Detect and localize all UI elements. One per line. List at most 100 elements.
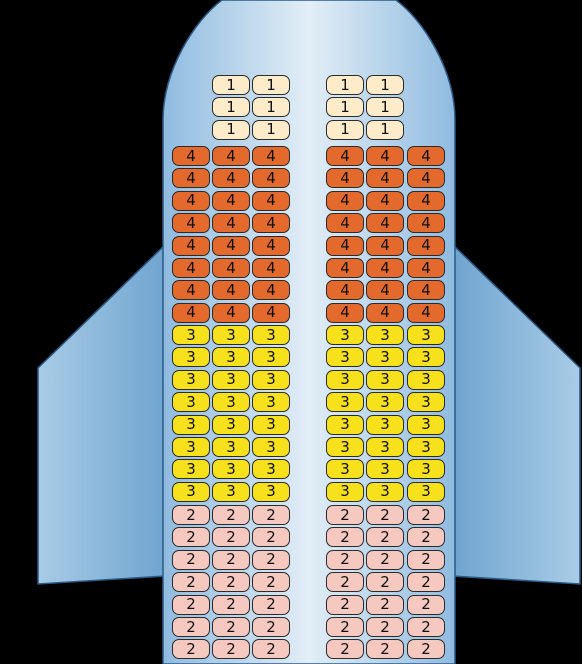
- seat-class-2[interactable]: 2: [366, 617, 404, 637]
- seat-class-4[interactable]: 4: [172, 190, 210, 211]
- seat-class-4[interactable]: 4: [172, 146, 210, 166]
- seat-class-1[interactable]: 1: [212, 75, 250, 95]
- seat-class-3[interactable]: 3: [366, 459, 404, 480]
- seat-class-2[interactable]: 2: [326, 639, 364, 660]
- seat-class-3[interactable]: 3: [366, 347, 404, 368]
- seat-class-3[interactable]: 3: [407, 459, 445, 480]
- seat-class-4[interactable]: 4: [366, 235, 404, 256]
- seat-class-2[interactable]: 2: [326, 572, 364, 593]
- seat-class-1[interactable]: 1: [366, 97, 404, 118]
- seat-class-4[interactable]: 4: [366, 280, 404, 301]
- seat-class-3[interactable]: 3: [212, 459, 250, 480]
- seat-class-3[interactable]: 3: [326, 481, 364, 502]
- seat-class-2[interactable]: 2: [366, 594, 404, 615]
- seat-class-2[interactable]: 2: [212, 549, 250, 570]
- seat-class-2[interactable]: 2: [407, 527, 445, 548]
- seat-class-4[interactable]: 4: [172, 302, 210, 323]
- seat-class-3[interactable]: 3: [407, 347, 445, 368]
- seat-class-1[interactable]: 1: [252, 75, 290, 95]
- seat-class-4[interactable]: 4: [326, 168, 364, 189]
- seat-class-4[interactable]: 4: [172, 280, 210, 301]
- seat-class-3[interactable]: 3: [326, 437, 364, 457]
- seat-class-2[interactable]: 2: [366, 527, 404, 548]
- seat-class-2[interactable]: 2: [172, 549, 210, 570]
- seat-class-4[interactable]: 4: [366, 168, 404, 189]
- seat-class-3[interactable]: 3: [366, 414, 404, 435]
- seat-class-2[interactable]: 2: [366, 549, 404, 570]
- seat-class-4[interactable]: 4: [407, 258, 445, 278]
- seat-class-4[interactable]: 4: [252, 258, 290, 278]
- seat-class-4[interactable]: 4: [252, 213, 290, 234]
- seat-class-3[interactable]: 3: [366, 369, 404, 390]
- seat-class-3[interactable]: 3: [252, 369, 290, 390]
- seat-class-1[interactable]: 1: [326, 119, 364, 140]
- seat-class-2[interactable]: 2: [212, 572, 250, 593]
- seat-class-3[interactable]: 3: [212, 392, 250, 413]
- seat-class-2[interactable]: 2: [172, 594, 210, 615]
- seat-class-3[interactable]: 3: [252, 325, 290, 345]
- seat-class-2[interactable]: 2: [212, 527, 250, 548]
- seat-class-4[interactable]: 4: [212, 168, 250, 189]
- seat-class-4[interactable]: 4: [252, 235, 290, 256]
- seat-class-3[interactable]: 3: [212, 481, 250, 502]
- seat-class-4[interactable]: 4: [252, 302, 290, 323]
- seat-class-2[interactable]: 2: [212, 617, 250, 637]
- seat-class-4[interactable]: 4: [212, 302, 250, 323]
- seat-class-3[interactable]: 3: [172, 481, 210, 502]
- seat-class-2[interactable]: 2: [252, 617, 290, 637]
- seat-class-3[interactable]: 3: [252, 347, 290, 368]
- seat-class-4[interactable]: 4: [326, 280, 364, 301]
- seat-class-3[interactable]: 3: [407, 392, 445, 413]
- seat-class-2[interactable]: 2: [326, 549, 364, 570]
- seat-class-4[interactable]: 4: [252, 280, 290, 301]
- seat-class-4[interactable]: 4: [366, 213, 404, 234]
- seat-class-3[interactable]: 3: [326, 392, 364, 413]
- seat-class-2[interactable]: 2: [326, 617, 364, 637]
- seat-class-4[interactable]: 4: [212, 146, 250, 166]
- seat-class-3[interactable]: 3: [407, 369, 445, 390]
- seat-class-3[interactable]: 3: [212, 325, 250, 345]
- seat-class-1[interactable]: 1: [366, 75, 404, 95]
- seat-class-4[interactable]: 4: [172, 258, 210, 278]
- seat-class-4[interactable]: 4: [326, 190, 364, 211]
- seat-class-4[interactable]: 4: [407, 190, 445, 211]
- seat-class-3[interactable]: 3: [172, 347, 210, 368]
- seat-class-4[interactable]: 4: [212, 280, 250, 301]
- seat-class-4[interactable]: 4: [326, 213, 364, 234]
- seat-class-4[interactable]: 4: [212, 190, 250, 211]
- seat-class-4[interactable]: 4: [212, 213, 250, 234]
- seat-class-3[interactable]: 3: [407, 481, 445, 502]
- seat-class-3[interactable]: 3: [172, 459, 210, 480]
- seat-class-1[interactable]: 1: [252, 97, 290, 118]
- seat-class-2[interactable]: 2: [407, 572, 445, 593]
- seat-class-2[interactable]: 2: [366, 572, 404, 593]
- seat-class-2[interactable]: 2: [252, 505, 290, 525]
- seat-class-3[interactable]: 3: [212, 437, 250, 457]
- seat-class-2[interactable]: 2: [252, 639, 290, 660]
- seat-class-2[interactable]: 2: [252, 549, 290, 570]
- seat-class-3[interactable]: 3: [326, 369, 364, 390]
- seat-class-3[interactable]: 3: [366, 392, 404, 413]
- seat-class-4[interactable]: 4: [172, 235, 210, 256]
- seat-class-4[interactable]: 4: [407, 280, 445, 301]
- seat-class-4[interactable]: 4: [252, 190, 290, 211]
- seat-class-2[interactable]: 2: [326, 505, 364, 525]
- seat-class-4[interactable]: 4: [326, 235, 364, 256]
- seat-class-3[interactable]: 3: [252, 392, 290, 413]
- seat-class-2[interactable]: 2: [172, 527, 210, 548]
- seat-class-3[interactable]: 3: [252, 414, 290, 435]
- seat-class-3[interactable]: 3: [252, 481, 290, 502]
- seat-class-3[interactable]: 3: [172, 414, 210, 435]
- seat-class-2[interactable]: 2: [407, 639, 445, 660]
- seat-class-4[interactable]: 4: [212, 258, 250, 278]
- seat-class-3[interactable]: 3: [407, 437, 445, 457]
- seat-class-1[interactable]: 1: [326, 97, 364, 118]
- seat-class-2[interactable]: 2: [252, 572, 290, 593]
- seat-class-3[interactable]: 3: [212, 414, 250, 435]
- seat-class-4[interactable]: 4: [407, 146, 445, 166]
- seat-class-4[interactable]: 4: [252, 146, 290, 166]
- seat-class-4[interactable]: 4: [407, 302, 445, 323]
- seat-class-3[interactable]: 3: [407, 325, 445, 345]
- seat-class-3[interactable]: 3: [252, 437, 290, 457]
- seat-class-2[interactable]: 2: [252, 594, 290, 615]
